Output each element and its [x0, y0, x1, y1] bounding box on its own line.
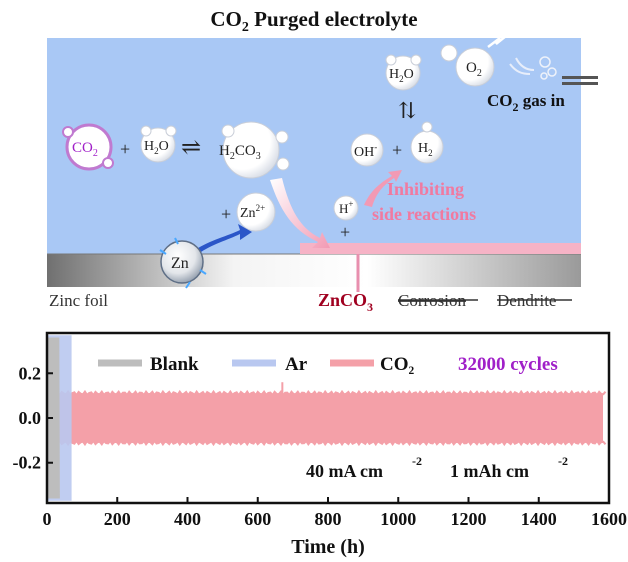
o2-label: O2	[466, 60, 482, 79]
equilibrium-arrow: ⇌	[181, 135, 201, 161]
plus-sign-3: +	[340, 222, 350, 242]
x-tick-label: 1200	[451, 509, 487, 529]
co2-gas-in-label: CO2 gas in	[487, 91, 565, 114]
legend-label-blank: Blank	[150, 354, 199, 375]
deposition-arrow	[270, 178, 330, 248]
current-density-exponent: -2	[412, 454, 422, 468]
y-tick-label: 0.2	[19, 363, 42, 383]
series-blank-line	[47, 337, 60, 499]
o2-bubble	[455, 47, 495, 87]
co2-bubble	[65, 123, 113, 171]
x-tick-label: 600	[244, 509, 271, 529]
h2o-top-label: H2O	[389, 67, 414, 84]
series-co2-lower-edge	[46, 439, 607, 447]
cycles-annotation: 32000 cycles	[458, 354, 558, 375]
h2-label: H2	[418, 141, 433, 158]
h2co3-label: H2CO3	[219, 143, 261, 162]
gas-inlet-pipe	[562, 76, 598, 79]
current-density-annotation: 40 mA cm	[306, 461, 383, 481]
spark-icon	[159, 237, 207, 289]
lightning-icon	[487, 35, 507, 48]
x-axis-label: Time (h)	[291, 536, 365, 558]
znco3-layer	[300, 243, 581, 254]
legend-label-ar: Ar	[285, 354, 308, 375]
gas-flow-icon	[509, 57, 535, 75]
plot-frame	[45, 331, 611, 505]
plus-sign-2: +	[392, 140, 402, 160]
dissolution-arrow	[195, 224, 252, 254]
capacity-annotation: 1 mAh cm	[450, 461, 529, 481]
zn2-bubble	[236, 192, 276, 232]
zn-label: Zn	[171, 255, 189, 272]
plus-sign-1: +	[120, 139, 130, 159]
zinc-foil	[47, 254, 581, 287]
oh-bubble	[350, 133, 384, 167]
mechanism-schematic: CO2 Purged electrolyte Zinc foil O2 CO2 …	[47, 7, 598, 314]
h2o-top-bubble	[385, 55, 421, 91]
x-tick-label: 800	[315, 509, 342, 529]
h2co3-bubble	[222, 121, 280, 179]
h2o-bubble	[140, 127, 176, 163]
vertical-equilibrium: ⇅	[398, 98, 416, 123]
inhibit-label-1: Inhibiting	[387, 179, 464, 199]
x-tick-label: 0	[43, 509, 52, 529]
capacity-exponent: -2	[558, 454, 568, 468]
hplus-bubble	[333, 195, 359, 221]
zn2-label: Zn2+	[240, 203, 265, 221]
series-co2-band	[47, 393, 603, 443]
x-tick-label: 1400	[521, 509, 557, 529]
zinc-foil-label: Zinc foil	[49, 291, 108, 310]
inhibit-arrow	[364, 170, 402, 207]
scheme-title: CO2 Purged electrolyte	[210, 7, 417, 35]
y-tick-label: -0.2	[13, 453, 42, 473]
h2o-label: H2O	[144, 139, 169, 156]
oh-label: OH-	[354, 142, 377, 160]
x-tick-label: 1000	[380, 509, 416, 529]
x-tick-label: 200	[104, 509, 131, 529]
x-tick-label: 400	[174, 509, 201, 529]
series-ar-band	[47, 335, 72, 501]
znco3-label: ZnCO3	[318, 290, 373, 314]
x-tick-label: 1600	[591, 509, 627, 529]
zn-atom	[160, 240, 204, 284]
hplus-label: H+	[339, 199, 353, 216]
legend-label-co2: CO₂	[380, 354, 415, 375]
series-co2-upper-edge	[46, 389, 607, 397]
inhibit-label-2: side reactions	[372, 204, 476, 224]
y-tick-label: 0.0	[19, 408, 42, 428]
plus-sign-4: +	[221, 204, 231, 224]
co2-label: CO2	[72, 140, 98, 159]
